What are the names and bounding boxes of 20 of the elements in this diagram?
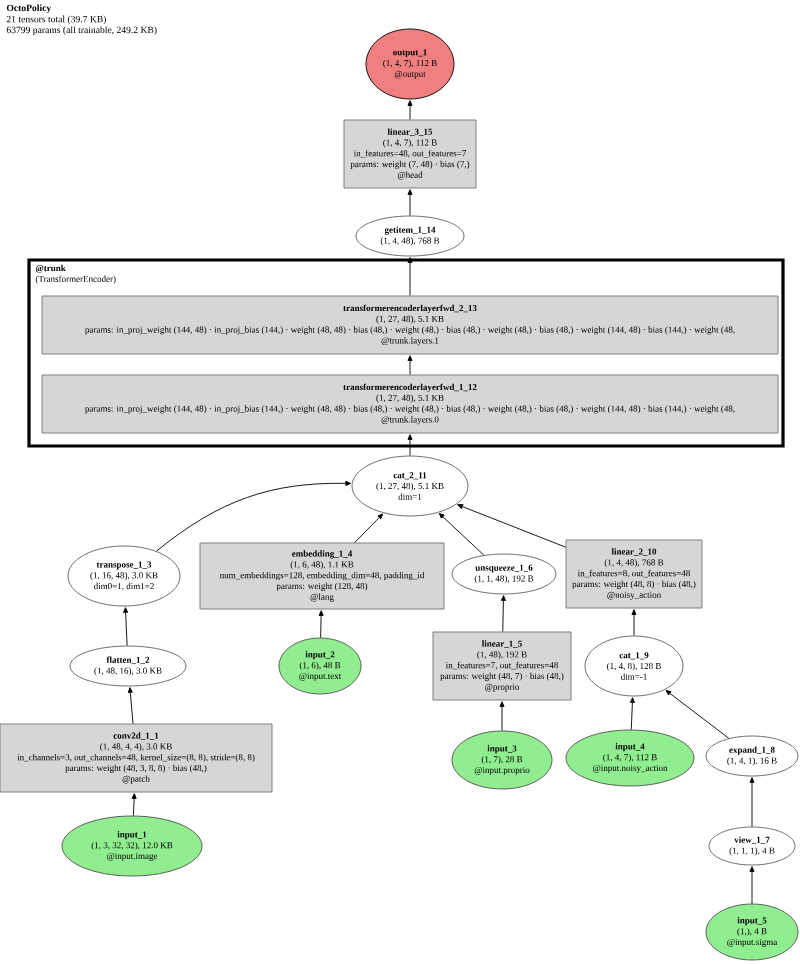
arrow <box>499 701 505 731</box>
arrow <box>131 793 137 816</box>
arrow <box>665 689 730 739</box>
arrow <box>457 504 566 548</box>
arrow <box>156 480 351 552</box>
arrow <box>127 687 134 724</box>
arrow <box>407 257 413 296</box>
arrow <box>500 595 506 632</box>
arrow <box>354 513 384 543</box>
arrow <box>318 610 324 638</box>
arrow <box>749 777 755 827</box>
arrow <box>749 866 755 904</box>
arrow <box>631 609 637 636</box>
arrow <box>629 697 635 730</box>
arrow <box>407 189 413 216</box>
arrow <box>123 607 129 646</box>
arrow <box>407 355 413 375</box>
arrow <box>407 100 413 120</box>
arrow <box>407 434 413 456</box>
arrow <box>438 512 485 556</box>
